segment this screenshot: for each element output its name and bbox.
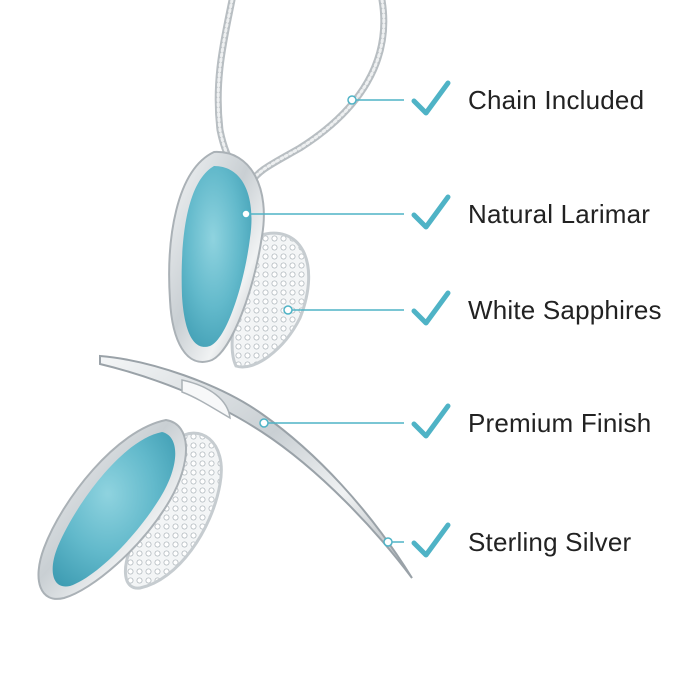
feature-label: Chain Included: [468, 84, 645, 115]
feature-label: Sterling Silver: [468, 526, 632, 557]
feature-premium-finish: Premium Finish: [408, 398, 651, 448]
check-icon: [411, 290, 451, 326]
check-icon: [411, 80, 451, 116]
feature-label: Natural Larimar: [468, 198, 651, 229]
feature-label: Premium Finish: [468, 407, 652, 438]
feature-white-sapphires: White Sapphires: [408, 285, 662, 335]
feature-chain-included: Chain Included: [408, 75, 644, 125]
feature-natural-larimar: Natural Larimar: [408, 189, 650, 239]
feature-sterling-silver: Sterling Silver: [408, 517, 631, 567]
feature-label: White Sapphires: [468, 294, 662, 325]
check-icon: [411, 522, 451, 558]
check-icon: [411, 194, 451, 230]
check-icon: [411, 403, 451, 439]
